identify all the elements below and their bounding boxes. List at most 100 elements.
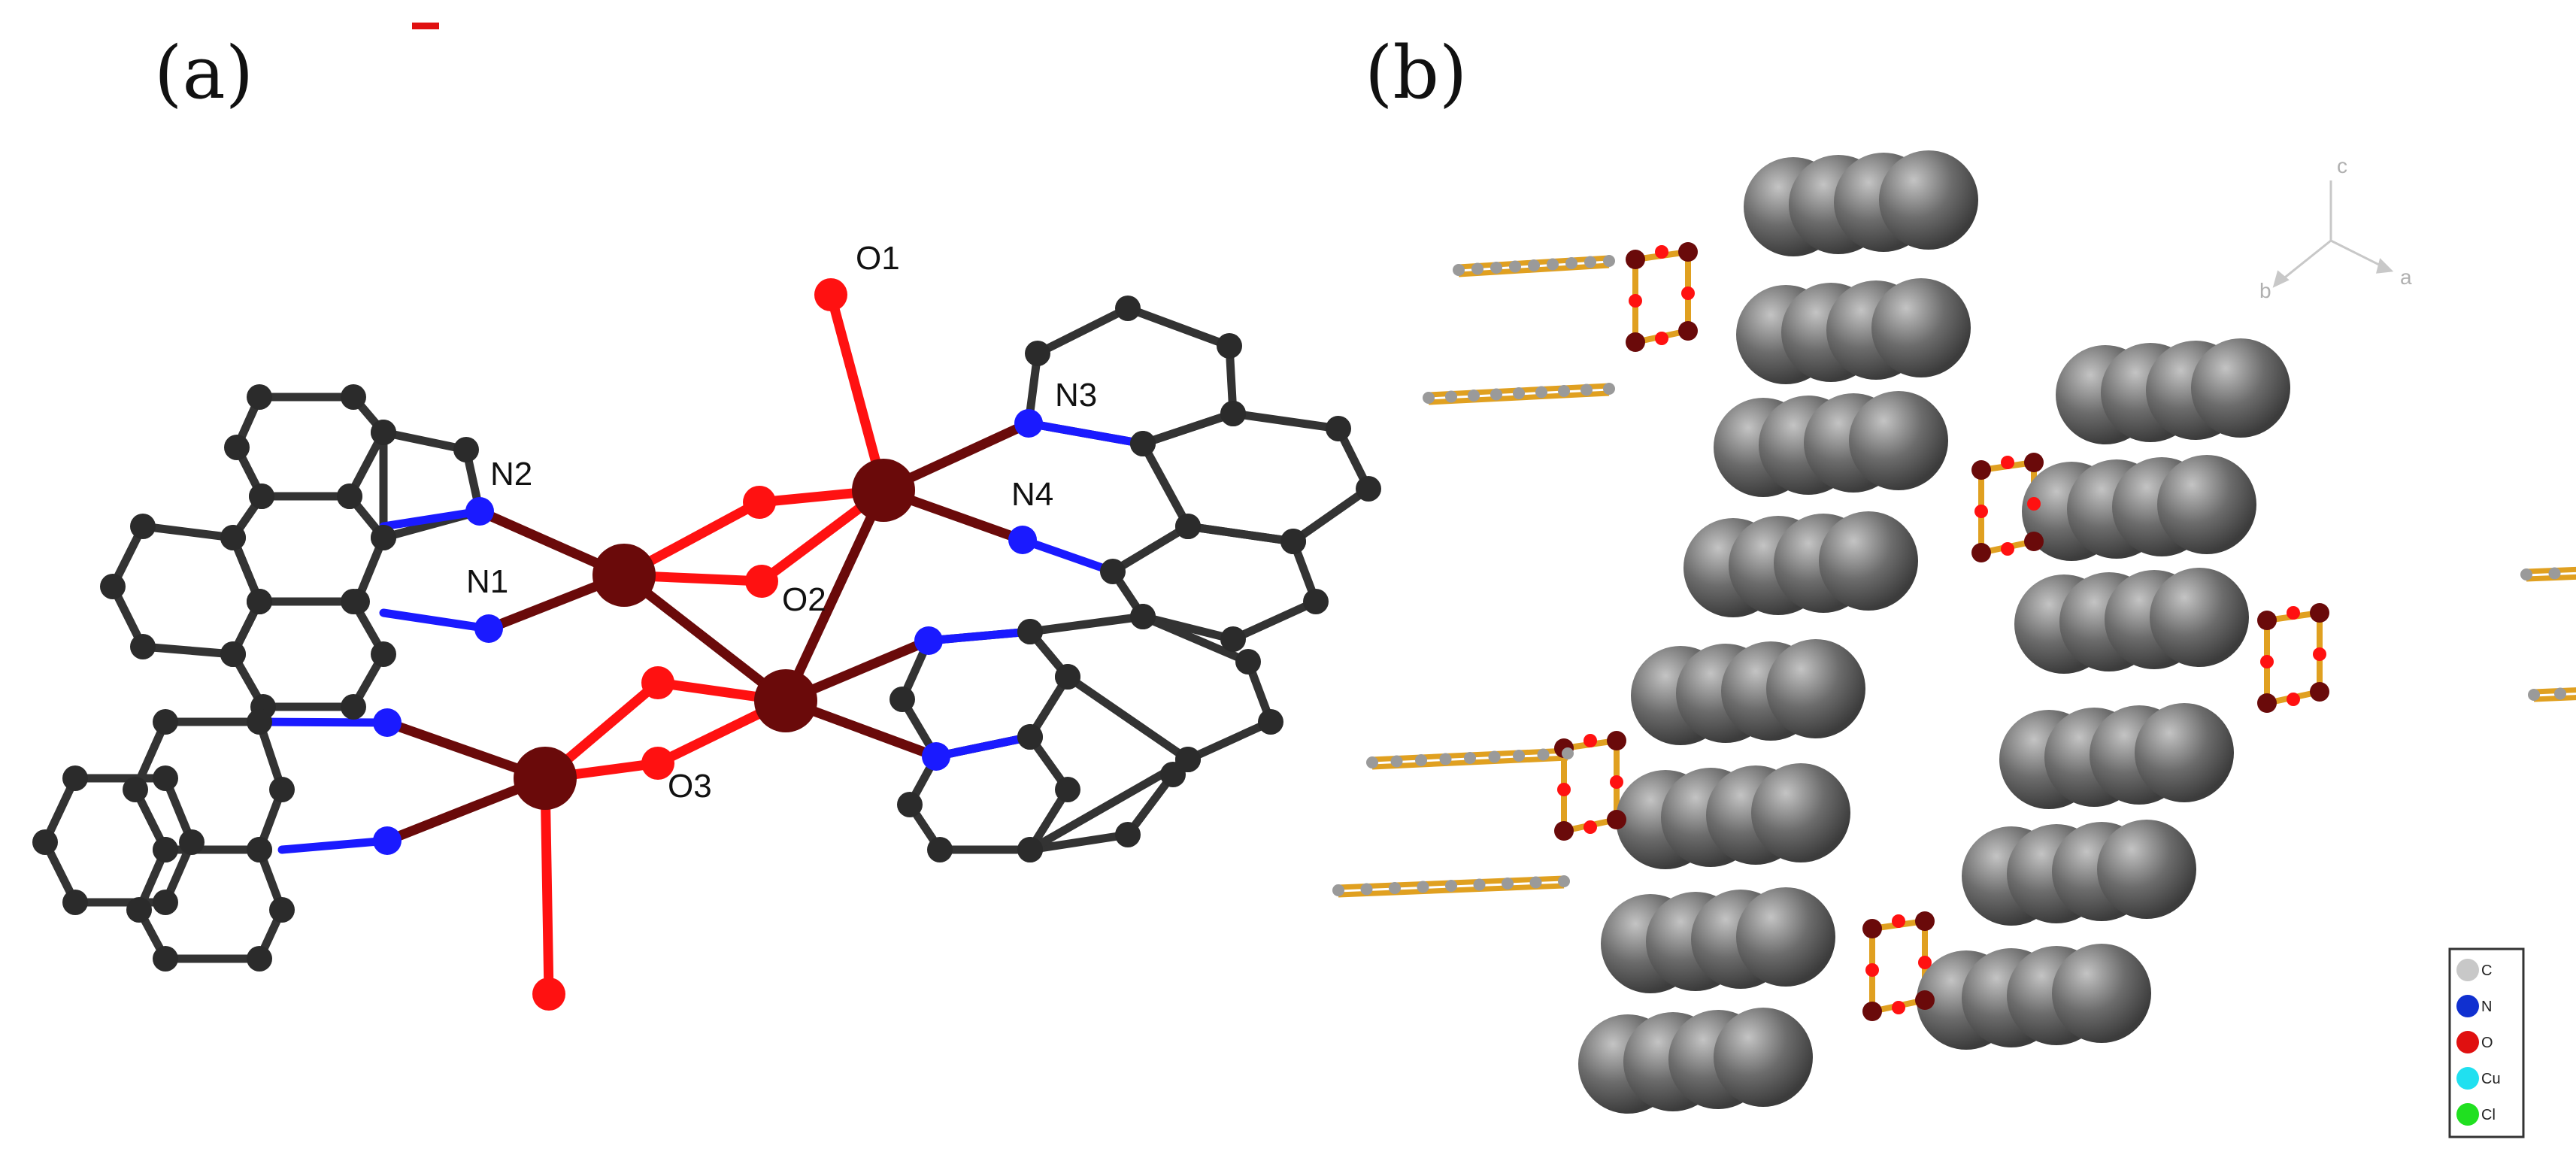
- oxygen-atom: [814, 278, 847, 311]
- cluster-copper: [1971, 543, 1991, 562]
- cluster-copper: [2310, 682, 2329, 702]
- carbon-atom: [1220, 401, 1246, 426]
- cluster-copper: [1626, 250, 1645, 269]
- cluster-copper: [1678, 321, 1698, 341]
- legend-swatch-cl: [2456, 1103, 2479, 1126]
- spacefill-sphere: [2191, 338, 2290, 438]
- ring-bond: [1289, 484, 1373, 546]
- stick-carbon: [1584, 256, 1596, 268]
- atom-label-n4: N4: [1011, 476, 1053, 513]
- stick-carbon: [1580, 383, 1593, 396]
- spacefill-sphere: [2097, 820, 2196, 919]
- copper-atom: [852, 459, 915, 522]
- stick-carbon: [1502, 878, 1514, 890]
- oxygen-atom: [641, 747, 674, 780]
- panel-label-b: (b): [1365, 31, 1467, 115]
- carbon-atom: [249, 483, 274, 509]
- carbon-atom: [371, 641, 396, 667]
- panel-b-spacefill-rings: [1578, 150, 2290, 1114]
- stick-carbon: [1490, 388, 1502, 401]
- carbon-atom: [1175, 747, 1201, 772]
- panel-a-bonds: [41, 289, 1373, 999]
- axis-triad: [2272, 180, 2394, 288]
- stick-carbon: [2548, 567, 2561, 580]
- cluster-oxygen: [2287, 606, 2300, 620]
- stick-carbon: [1471, 262, 1483, 275]
- cluster-copper: [1607, 731, 1626, 750]
- cluster-copper: [1554, 821, 1574, 841]
- carbon-atom: [224, 435, 250, 460]
- atom-label-n3: N3: [1055, 377, 1097, 414]
- carbon-atom: [269, 777, 295, 802]
- nitrogen-atom: [1014, 409, 1043, 438]
- carbon-atom: [247, 589, 272, 614]
- ring-bond: [138, 642, 238, 659]
- stick-carbon: [1468, 390, 1480, 402]
- carbon-atom: [153, 890, 178, 915]
- carbon-atom: [1115, 296, 1141, 321]
- nitrogen-bond: [924, 627, 1035, 645]
- carbon-atom: [1220, 626, 1246, 652]
- carbon-atom: [1356, 476, 1381, 502]
- stick-carbon: [1453, 264, 1465, 276]
- stick-carbon: [1390, 755, 1403, 768]
- carbon-atom: [889, 687, 915, 712]
- stick-bond: [2526, 574, 2576, 582]
- ring-bond: [1229, 409, 1343, 433]
- carbon-atom: [341, 589, 366, 614]
- nitrogen-atom: [922, 742, 950, 771]
- nitrogen-bond: [1018, 535, 1117, 576]
- panel-label-a: (a): [154, 31, 253, 115]
- stick-carbon: [1547, 258, 1559, 271]
- carbon-atom: [337, 483, 362, 509]
- stick-carbon: [1603, 255, 1615, 267]
- top-mark: [412, 23, 439, 29]
- carbon-atom: [371, 420, 396, 445]
- cluster-oxygen: [2001, 542, 2014, 556]
- ring-bond: [1108, 522, 1193, 576]
- cluster-oxygen: [1892, 1001, 1905, 1014]
- carbon-atom: [1130, 431, 1156, 456]
- carbon-atom: [1055, 664, 1080, 690]
- cluster-copper: [1971, 460, 1991, 480]
- nitrogen-bond: [379, 608, 493, 633]
- legend-swatch-n: [2456, 995, 2479, 1017]
- nitrogen-bond: [379, 507, 484, 531]
- carbon-atom: [62, 890, 88, 915]
- stick-carbon: [1562, 747, 1574, 759]
- stick-carbon: [1445, 390, 1457, 403]
- carbon-atom: [130, 634, 156, 659]
- carbon-atom: [179, 829, 205, 855]
- ring-bond: [1183, 717, 1275, 764]
- spacefill-sphere: [2150, 568, 2249, 667]
- stick-carbon: [1528, 259, 1540, 271]
- stick-bond: [2533, 695, 2576, 702]
- carbon-atom: [341, 694, 366, 720]
- stick-carbon: [1488, 750, 1501, 763]
- spacefill-sphere: [1879, 150, 1978, 250]
- carbon-atom: [1326, 416, 1351, 441]
- axis-label-c: c: [2337, 154, 2347, 177]
- spacefill-sphere: [1766, 639, 1865, 738]
- legend-swatch-o: [2456, 1031, 2479, 1053]
- cluster-oxygen: [1655, 245, 1668, 259]
- carbon-atom: [1100, 559, 1126, 584]
- cluster-oxygen: [1583, 734, 1597, 747]
- cluster-oxygen: [1865, 963, 1879, 977]
- cluster-copper: [1915, 911, 1935, 931]
- nitrogen-atom: [914, 626, 943, 655]
- nitrogen-atom: [373, 826, 402, 855]
- carbon-atom: [153, 946, 178, 972]
- atom-label-o3: O3: [668, 768, 712, 805]
- stick-carbon: [1558, 385, 1570, 397]
- cluster-oxygen: [1655, 332, 1668, 345]
- axis-label-b: b: [2259, 279, 2271, 302]
- atom-label-n1: N1: [466, 563, 508, 600]
- cluster-oxygen: [1974, 505, 1988, 518]
- carbon-atom: [453, 437, 479, 462]
- carbon-atom: [1130, 604, 1156, 629]
- copper-atom: [592, 544, 656, 607]
- stick-carbon: [1490, 262, 1502, 274]
- carbon-atom: [1258, 709, 1283, 735]
- stick-carbon: [1389, 882, 1401, 894]
